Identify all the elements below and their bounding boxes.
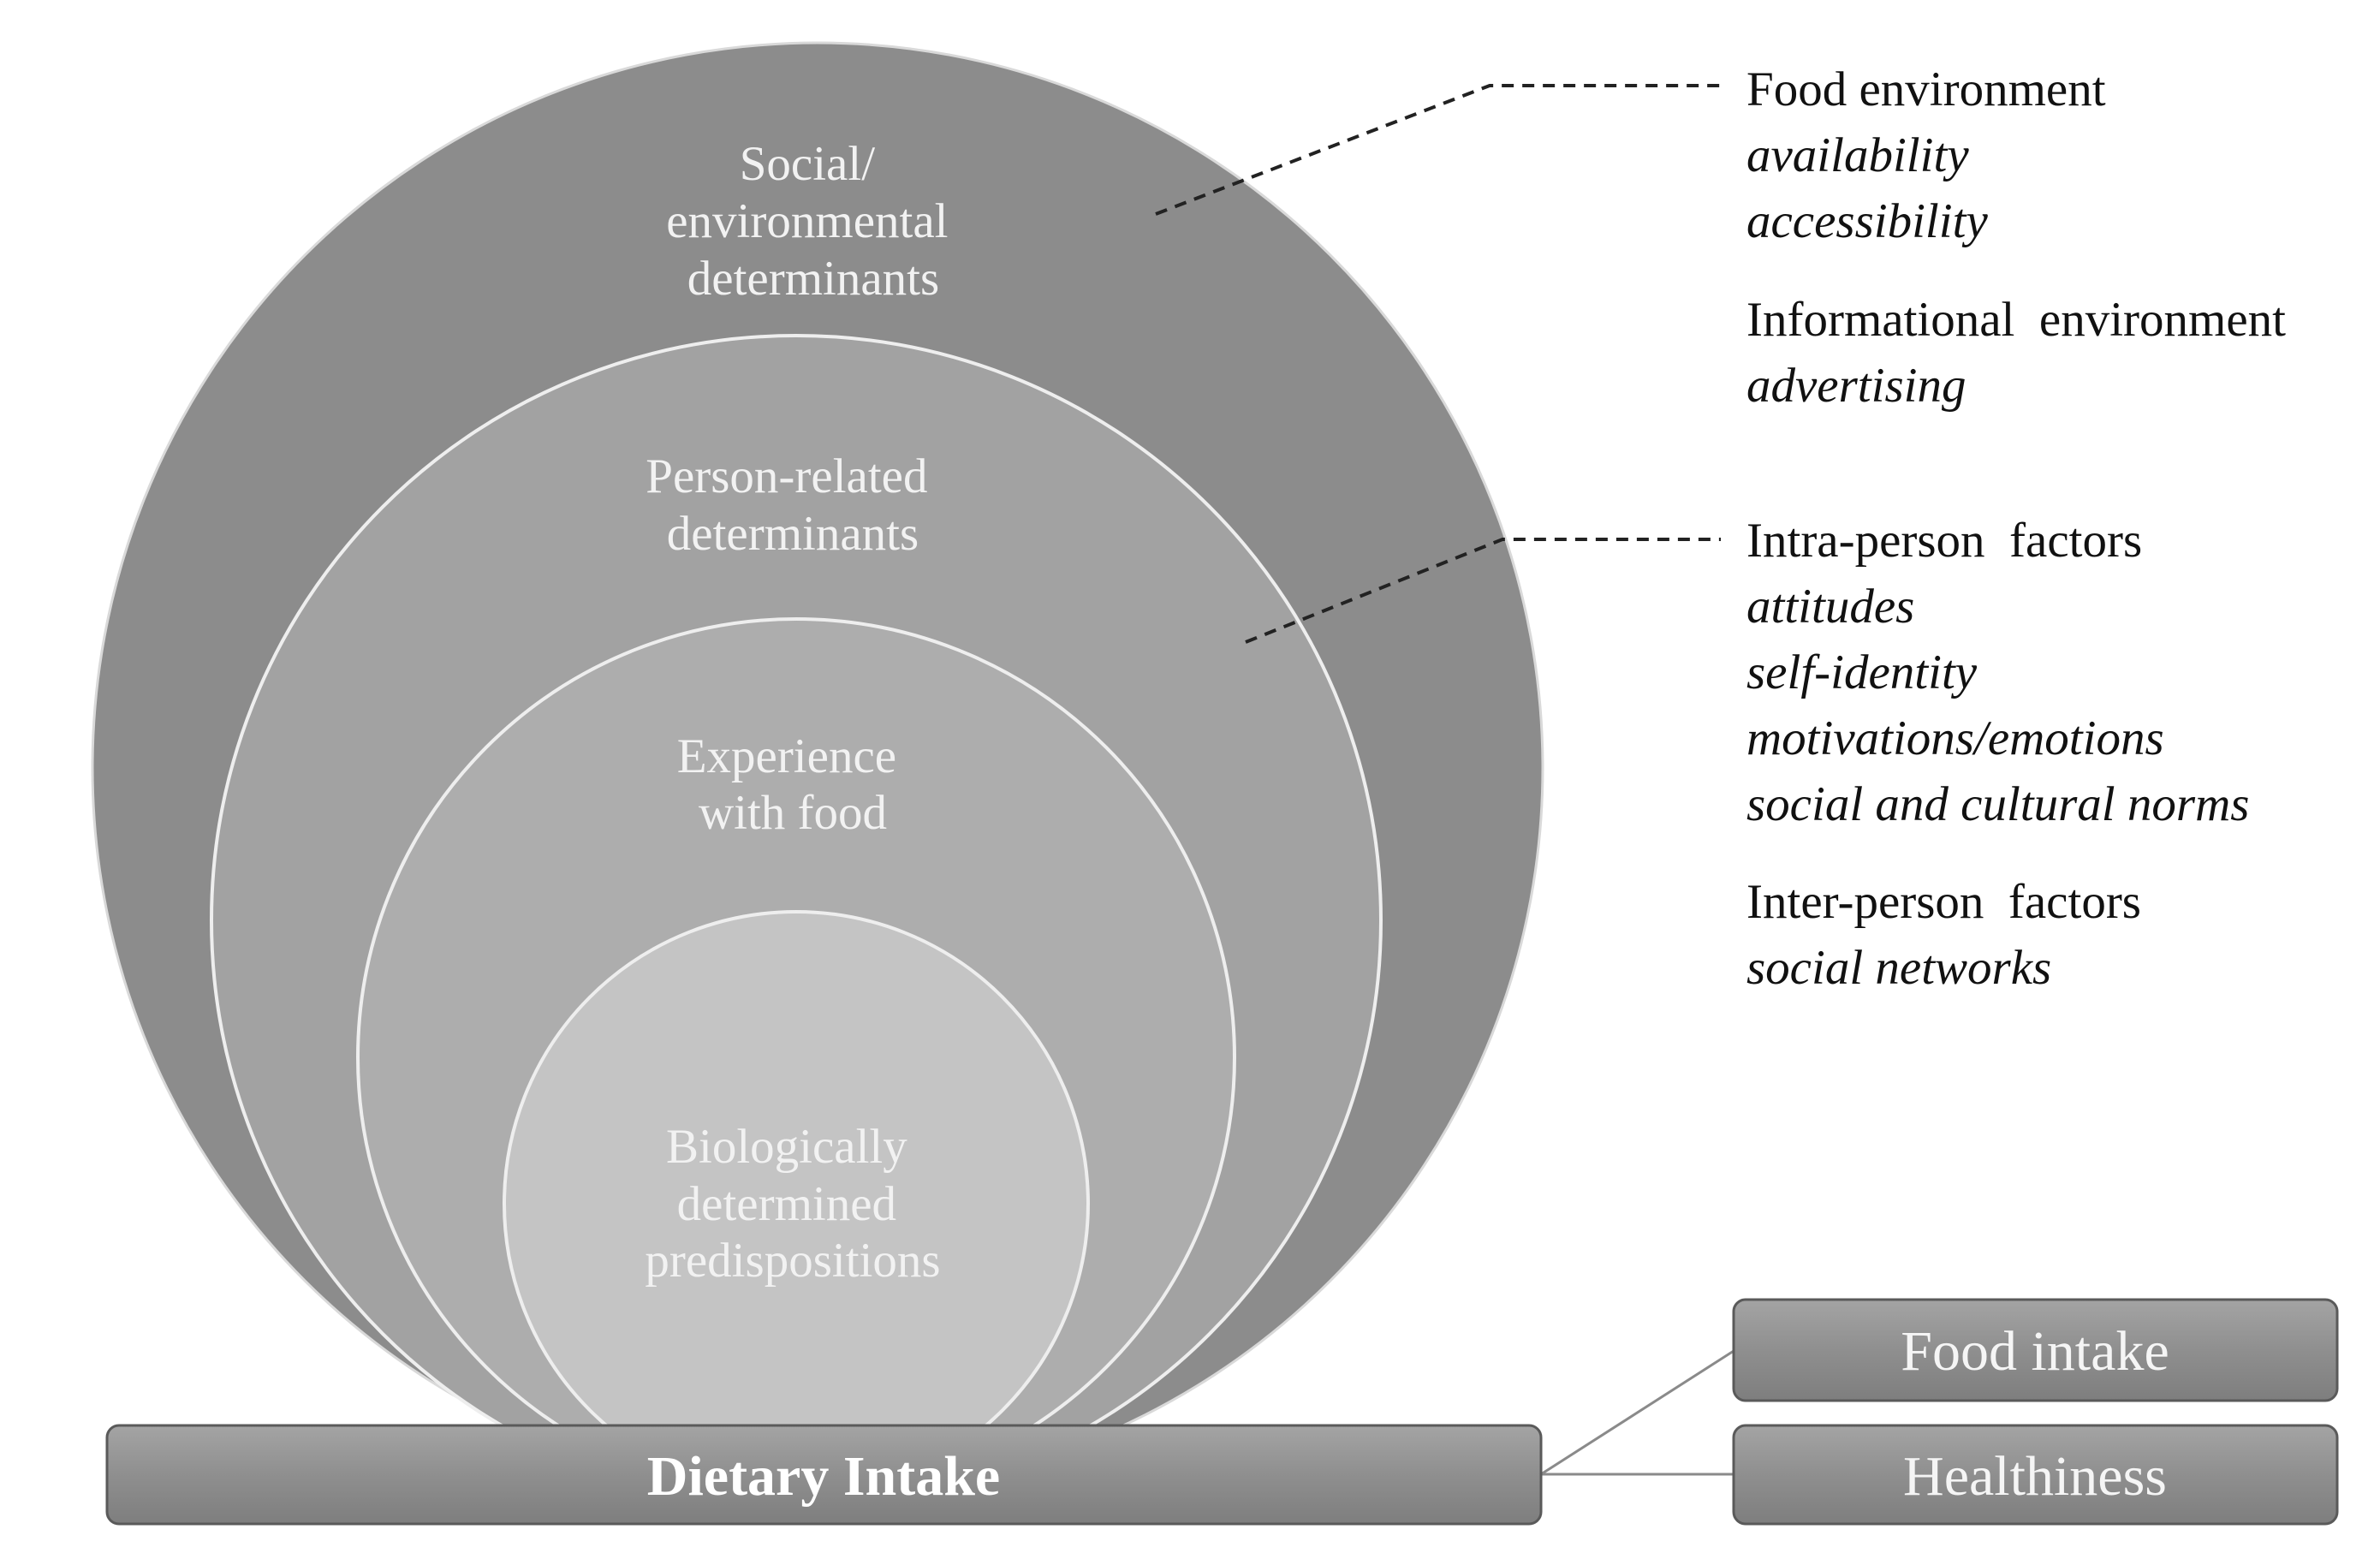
circle-biological-predispositions bbox=[503, 910, 1090, 1430]
connector-food-intake bbox=[1540, 1349, 1734, 1476]
leader-line-social bbox=[1155, 84, 1721, 216]
item-accessibility: accessibility bbox=[1746, 194, 1988, 248]
social-factors-list: Food environment availability accessibil… bbox=[1746, 62, 2286, 413]
label-social-environmental: Social/ environmental determinants bbox=[666, 137, 960, 306]
heading-food-environment: Food environment bbox=[1746, 62, 2106, 116]
label-biological-predispositions: Biologically determined predispositions bbox=[645, 1120, 940, 1288]
label-person-related: Person-related determinants bbox=[646, 449, 939, 561]
nested-circles bbox=[91, 41, 1544, 1430]
label-experience-with-food: Experience with food bbox=[677, 729, 909, 840]
dietary-intake-label: Dietary Intake bbox=[647, 1445, 1000, 1508]
item-social-networks: social networks bbox=[1746, 941, 2051, 995]
item-self-identity: self-identity bbox=[1746, 646, 1978, 699]
heading-informational-environment: Informational environment bbox=[1746, 293, 2286, 347]
food-intake-label: Food intake bbox=[1901, 1320, 2169, 1383]
leader-line-person bbox=[1245, 538, 1721, 644]
item-attitudes: attitudes bbox=[1746, 580, 1914, 634]
dietary-intake-bar bbox=[105, 1424, 1543, 1526]
item-motivations-emotions: motivations/emotions bbox=[1746, 711, 2164, 765]
item-availability: availability bbox=[1746, 128, 1969, 182]
healthiness-label: Healthiness bbox=[1903, 1445, 2167, 1508]
healthiness-box bbox=[1732, 1424, 2339, 1526]
food-intake-box bbox=[1732, 1298, 2339, 1402]
item-social-cultural-norms: social and cultural norms bbox=[1746, 777, 2249, 831]
item-advertising: advertising bbox=[1746, 359, 1966, 413]
heading-intra-person-factors: Intra-person factors bbox=[1746, 514, 2142, 568]
heading-inter-person-factors: Inter-person factors bbox=[1746, 875, 2141, 929]
person-factors-list: Intra-person factors attitudes self-iden… bbox=[1746, 514, 2249, 995]
